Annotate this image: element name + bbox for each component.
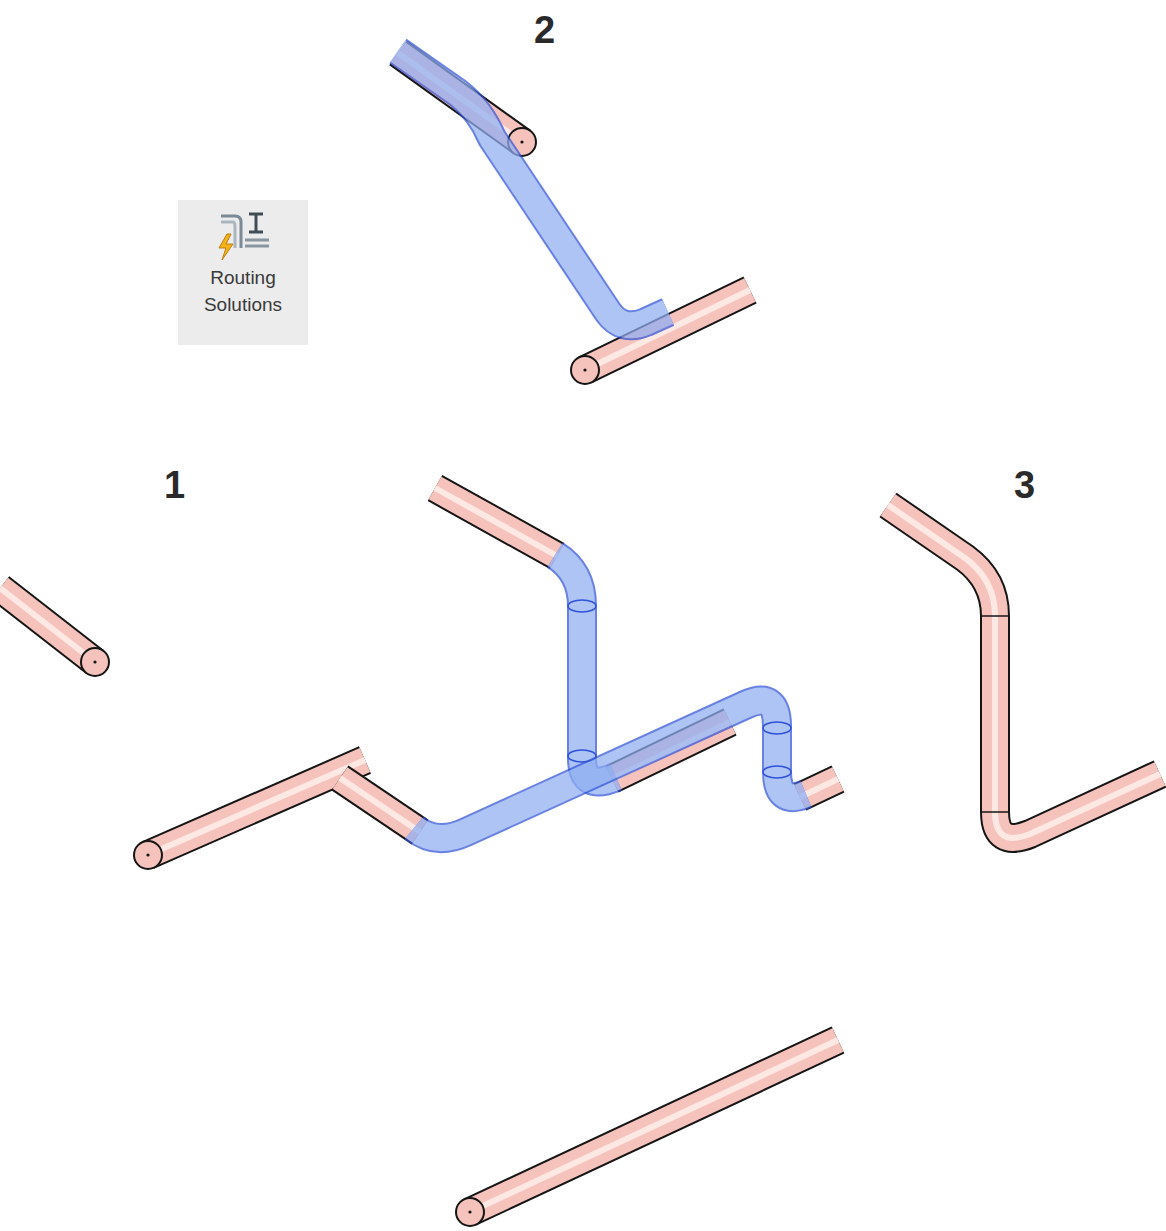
pipe: [0, 588, 95, 662]
route: [398, 51, 668, 325]
pipe: [435, 488, 557, 556]
button-label: Routing Solutions: [178, 264, 308, 318]
callout-number: 1: [164, 463, 185, 507]
icon-lines: [245, 240, 269, 246]
pipe-end: [93, 660, 96, 663]
pipe-end: [583, 368, 586, 371]
segment-line: [982, 615, 1008, 617]
callout-number: 2: [534, 8, 555, 52]
pipe-end: [81, 648, 109, 676]
segment-line: [982, 811, 1008, 813]
pipe-end: [468, 1210, 471, 1213]
pipe: [888, 505, 1160, 838]
route: [555, 555, 616, 782]
route-preview: [398, 51, 668, 325]
pipe-end: [520, 140, 523, 143]
pipe: [888, 505, 1160, 838]
icon-beam: [249, 214, 263, 232]
route: [398, 51, 668, 325]
icon-lightning: [219, 234, 233, 260]
callout-number: 3: [1014, 463, 1035, 507]
toolbar-button: Routing Solutions: [178, 200, 308, 345]
pipe: [435, 488, 557, 556]
pipe: [340, 778, 420, 832]
pipe: [435, 488, 557, 556]
pipe: [148, 760, 365, 855]
pipe: [148, 760, 365, 855]
pipe: [888, 505, 1160, 838]
pipe: [0, 588, 95, 662]
segment-ring: [763, 766, 791, 778]
routing-icon: [213, 208, 273, 264]
pipe: [340, 778, 420, 832]
pipe: [340, 778, 420, 832]
pipe-scene-2: [398, 51, 750, 384]
route: [414, 701, 806, 839]
pipe: [470, 1040, 838, 1212]
pipe-scene-bottom: [340, 701, 838, 1226]
pipe-end: [571, 356, 599, 384]
route-preview: [555, 555, 616, 782]
route: [555, 555, 616, 782]
pipe: [470, 1040, 838, 1212]
pipe-end: [146, 853, 149, 856]
pipe-scene-1: [0, 588, 365, 869]
pipe: [0, 588, 95, 662]
pipe-scene-3: [888, 505, 1160, 838]
segment-ring: [568, 600, 596, 612]
route: [414, 701, 806, 839]
route-preview: [414, 701, 806, 839]
segment-ring: [763, 722, 791, 734]
pipe: [148, 760, 365, 855]
pipe: [470, 1040, 838, 1212]
pipe-end: [456, 1198, 484, 1226]
pipe-end: [134, 841, 162, 869]
